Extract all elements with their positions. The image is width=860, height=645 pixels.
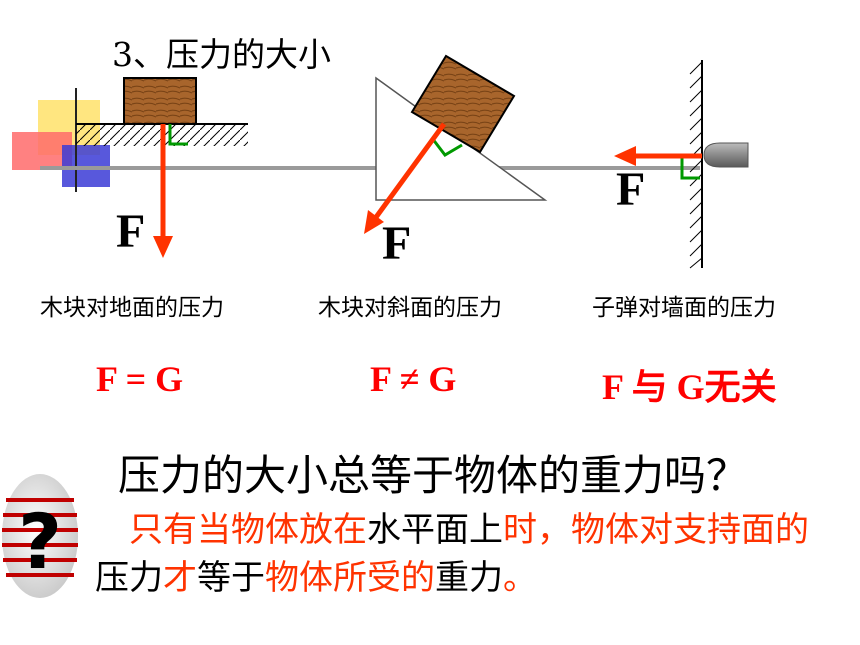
caption-ground: 木块对地面的压力 (40, 295, 224, 321)
force-label-2: F (382, 217, 412, 270)
force-label-3: F (616, 163, 646, 216)
bullet (703, 142, 749, 168)
right-angle-3 (680, 158, 700, 180)
ground-diagram (76, 77, 248, 258)
question-text: 压力的大小总等于物体的重力吗？ (118, 451, 749, 500)
answer-part-7: 物体所受的 (265, 558, 435, 598)
answer-part-3: 时，物体对支持面的 (503, 510, 809, 550)
answer-text: 只有当物体放在水平面上时，物体对支持面的压力才等于物体所受的重力。 (95, 506, 835, 602)
caption-incline: 木块对斜面的压力 (318, 295, 502, 321)
answer-part-5: 才 (163, 558, 197, 598)
section-title: 3、压力的大小 (112, 35, 331, 74)
svg-text:?: ? (18, 497, 62, 586)
relation-ground: F = G (96, 359, 184, 399)
answer-part-9: 。 (503, 558, 537, 598)
wood-block-2 (410, 54, 516, 154)
answer-part-2: 水平面上 (367, 510, 503, 550)
answer-part-4: 压力 (95, 558, 163, 598)
answer-part-6: 等于 (197, 558, 265, 598)
wall-diagram (614, 60, 749, 269)
relation-wall: F 与 G无关 (602, 367, 777, 407)
question-mark-icon: ? (2, 474, 78, 598)
force-label-1: F (116, 205, 146, 258)
force-arrow-2 (371, 122, 447, 222)
answer-part-1: 只有当物体放在 (95, 510, 367, 550)
relation-incline: F ≠ G (370, 359, 457, 399)
right-angle-1 (168, 124, 188, 146)
wood-block-1 (123, 77, 197, 125)
caption-wall: 子弹对墙面的压力 (592, 295, 776, 321)
answer-part-8: 重力 (435, 558, 503, 598)
incline-diagram (364, 54, 548, 234)
right-angle-2 (430, 137, 463, 157)
